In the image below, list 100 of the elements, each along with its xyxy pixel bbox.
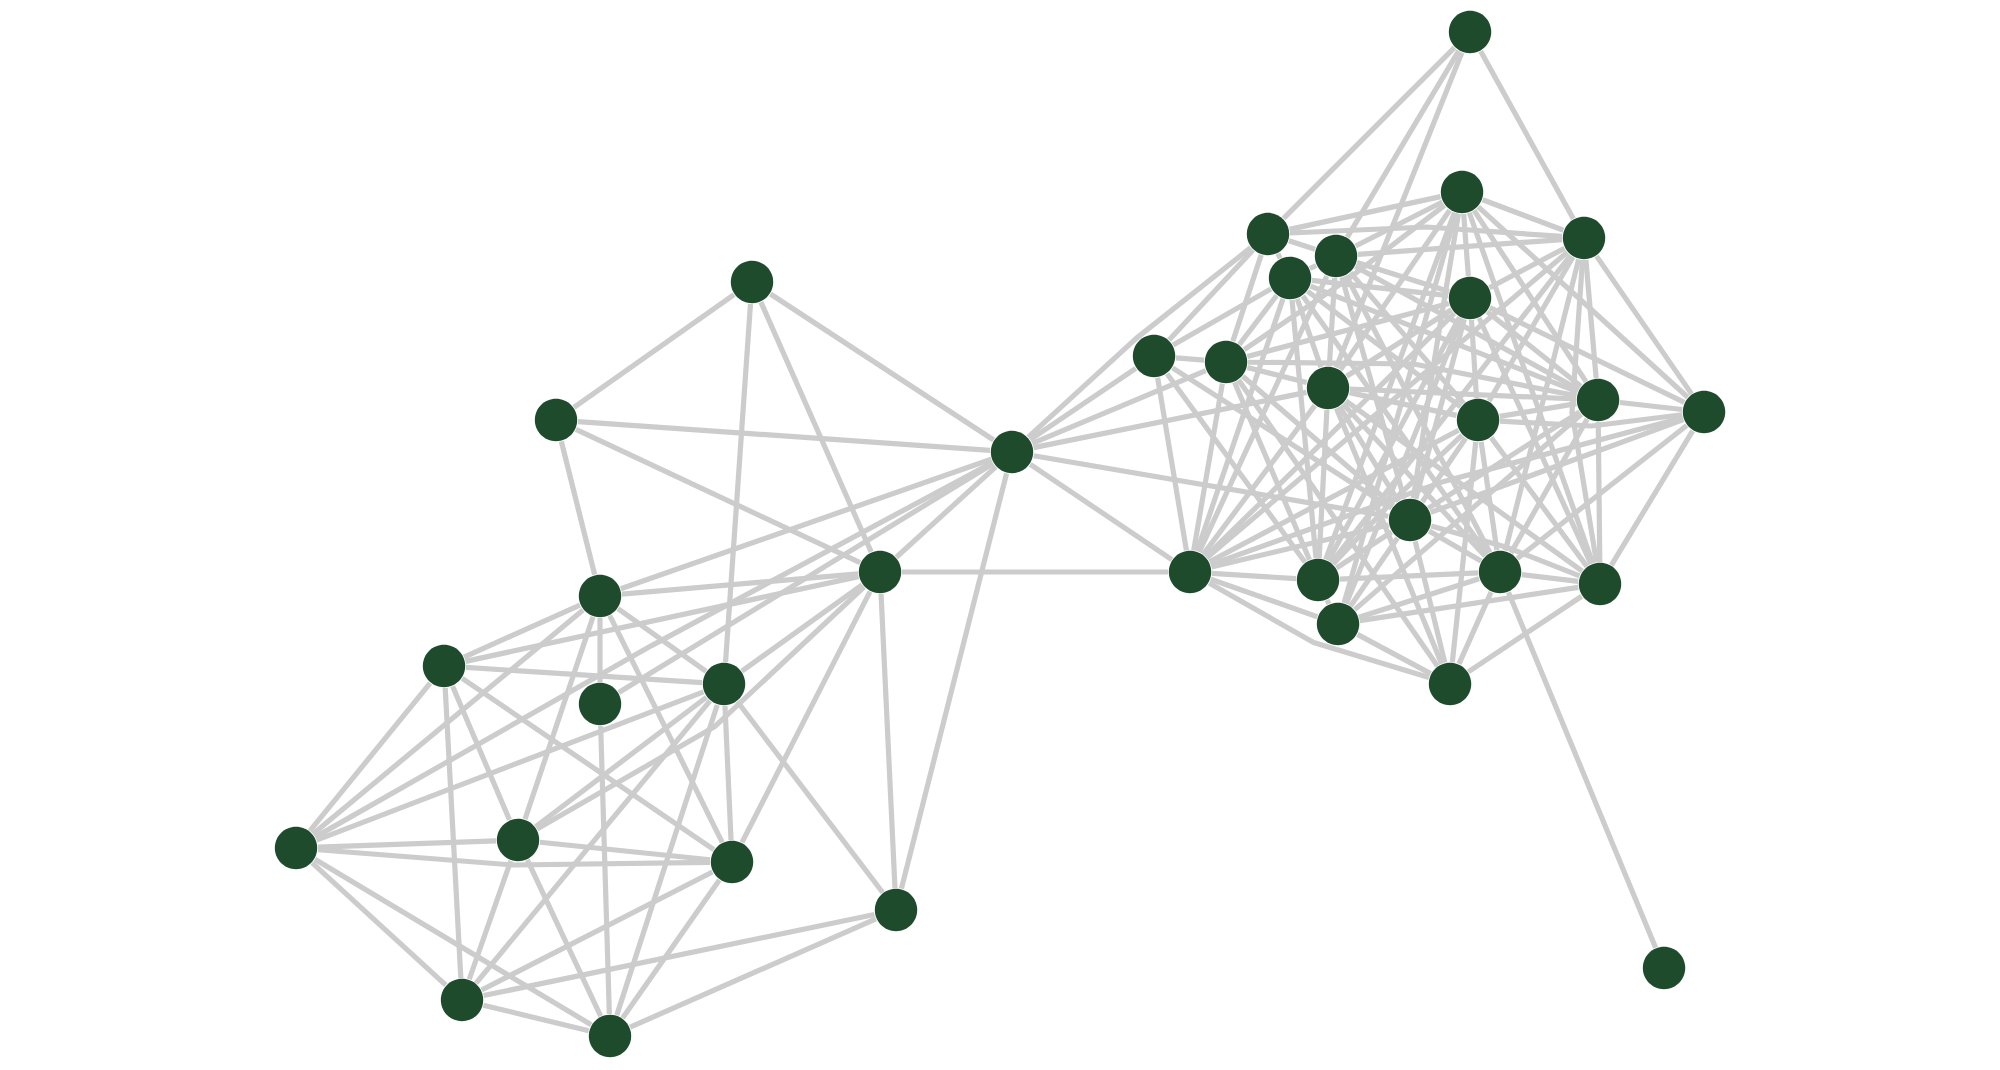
edge-line: [1338, 208, 1452, 372]
node-circle: [1428, 662, 1472, 706]
node-circle: [1204, 340, 1248, 384]
node-circle: [990, 430, 1034, 474]
edge-line: [1343, 317, 1465, 605]
node-circle: [1562, 216, 1606, 260]
edge-line: [1594, 254, 1694, 396]
edge-line: [1339, 276, 1407, 500]
edge-line: [482, 1002, 590, 1034]
node-circle: [1246, 212, 1290, 256]
edge-line: [1275, 252, 1283, 260]
node-circle: [1296, 558, 1340, 602]
edge-line: [574, 427, 862, 566]
edge-line: [533, 695, 709, 829]
edge-line: [1595, 421, 1603, 563]
edge-line: [1466, 211, 1596, 565]
edge-line: [621, 571, 859, 597]
edge-line: [769, 291, 996, 443]
node-circle: [422, 644, 466, 688]
edge-line: [619, 456, 993, 592]
edge-line: [1410, 213, 1461, 499]
edge-line: [1333, 51, 1465, 369]
edge-line: [460, 676, 716, 852]
edge-line: [1209, 415, 1684, 568]
edge-line: [1164, 372, 1308, 564]
edge-line: [1331, 433, 1464, 566]
node-circle: [588, 1014, 632, 1058]
edge-line: [1281, 45, 1457, 221]
edge-line: [1478, 441, 1500, 551]
edge-line: [597, 618, 603, 682]
node-circle: [440, 978, 484, 1022]
edge-line: [1341, 212, 1459, 604]
edge-line: [722, 303, 754, 663]
edge-line: [1026, 245, 1253, 440]
edge-line: [1208, 427, 1460, 565]
node-circle: [1314, 234, 1358, 278]
edge-line: [1246, 301, 1450, 359]
node-circle: [702, 662, 746, 706]
node-circle: [496, 818, 540, 862]
edge-line: [735, 699, 885, 895]
edge-line: [1171, 286, 1273, 348]
node-circle: [730, 260, 774, 304]
edge-line: [1488, 305, 1686, 405]
edge-line: [1308, 263, 1318, 271]
node-circle: [858, 550, 902, 594]
edge-line: [1485, 309, 1583, 389]
edge-line: [1359, 584, 1579, 624]
edge-line: [1289, 299, 1319, 559]
edge-line: [315, 689, 705, 843]
edge-line: [1348, 536, 1400, 608]
edge-line: [1619, 399, 1683, 413]
edge-line: [722, 705, 734, 841]
edge-line: [1356, 260, 1450, 294]
edge-line: [1326, 277, 1338, 367]
edge-line: [1583, 259, 1599, 379]
edge-line: [450, 685, 512, 821]
edge-line: [466, 859, 514, 981]
edge-line: [1300, 294, 1490, 556]
edge-line: [902, 569, 1168, 575]
edge-line: [617, 461, 995, 695]
node-circle: [1682, 390, 1726, 434]
edge-line: [1230, 254, 1264, 342]
edge-line: [1456, 591, 1494, 665]
node-circle: [1268, 256, 1312, 300]
edge-line: [1429, 417, 1685, 515]
edge-line: [1521, 572, 1579, 584]
edge-line: [577, 418, 991, 454]
edge-line: [629, 916, 877, 1030]
node-circle: [1132, 334, 1176, 378]
edge-line: [1329, 253, 1573, 565]
edge-line: [442, 687, 464, 979]
edge-line: [878, 593, 898, 889]
edge-line: [1609, 429, 1695, 567]
edge-line: [1345, 49, 1461, 239]
edge-line: [1205, 250, 1569, 560]
edge-line: [474, 699, 712, 985]
edge-line: [307, 681, 433, 833]
edge-line: [1337, 405, 1401, 503]
node-circle: [1576, 378, 1620, 422]
edge-line: [1203, 311, 1457, 559]
edge-line: [1242, 203, 1447, 352]
edge-line: [1335, 529, 1393, 571]
node-circle: [1168, 550, 1212, 594]
edge-line: [1476, 316, 1594, 566]
edge-line: [1031, 368, 1207, 446]
edge-line: [483, 911, 875, 999]
edge-line: [1033, 453, 1389, 519]
edge-line: [313, 460, 994, 840]
edge-line: [1237, 293, 1279, 347]
edge-line: [1311, 277, 1449, 299]
edge-line: [1508, 417, 1590, 555]
edge-line: [535, 585, 866, 832]
edge-line: [1499, 401, 1577, 419]
edge-line: [1236, 378, 1440, 668]
edge-line: [1349, 386, 1577, 402]
edge-line: [1489, 436, 1589, 568]
edge-line: [1413, 318, 1467, 500]
node-circle: [1306, 366, 1350, 410]
edge-line: [1486, 255, 1576, 403]
edge-line: [758, 301, 874, 553]
